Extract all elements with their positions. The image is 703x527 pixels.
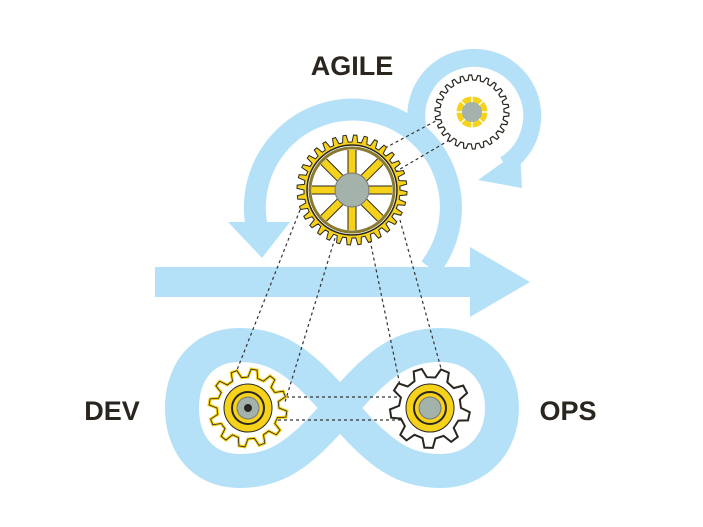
gears (207, 74, 510, 449)
agile-main-gear (296, 134, 408, 246)
release-arrow-shaft (155, 267, 475, 297)
dev-gear (207, 367, 289, 449)
agile-sprint-gear (434, 74, 510, 150)
gear-hub (462, 102, 482, 122)
gear-hub (334, 172, 370, 208)
release-arrowhead (470, 247, 530, 317)
scrum-loop-arrowhead (228, 222, 290, 258)
dev-label: DEV (84, 396, 140, 426)
ops-gear (388, 367, 471, 449)
flow-loops (155, 48, 542, 489)
sprint-loop-arrowhead (478, 150, 522, 188)
scrum-loop-arrow (243, 98, 462, 275)
ops-label: OPS (539, 396, 596, 426)
agile-label: AGILE (311, 51, 394, 81)
devops-infinity-loop (164, 327, 520, 489)
sprint-loop-arrow (407, 48, 542, 173)
gear-hub (418, 396, 442, 420)
